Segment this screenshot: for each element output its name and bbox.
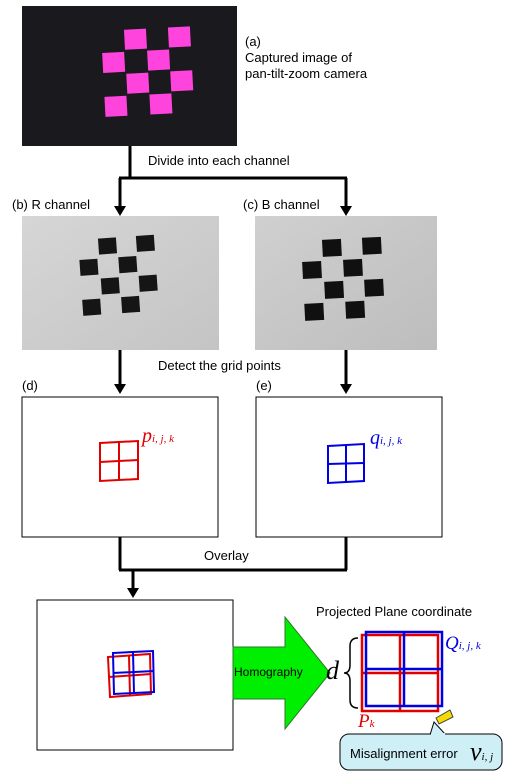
d-brace — [343, 637, 359, 709]
detect-arrows — [118, 350, 348, 386]
misalignment-label: Misalignment error — [350, 746, 458, 761]
v-ij-label: vi, j — [470, 737, 494, 766]
panel-d — [21, 396, 219, 538]
label-r-channel: (b) R channel — [12, 197, 91, 212]
label-b-channel: (c) B channel — [243, 197, 320, 212]
divide-arrows — [118, 146, 348, 208]
misalignment-callout — [339, 733, 503, 771]
p-ijk-label: pi, j, k — [142, 425, 174, 447]
d-label: d — [326, 656, 339, 685]
arrowhead-r — [114, 206, 126, 216]
captured-image — [22, 6, 237, 146]
captured-caption-1: Captured image of — [245, 50, 352, 65]
label-a: (a) — [245, 34, 261, 49]
homography-label: Homography — [234, 665, 303, 679]
overlay-arrows — [118, 537, 348, 590]
overlay-panel — [36, 599, 234, 751]
panel-e — [255, 396, 443, 538]
magenta-checkerboard — [102, 26, 194, 117]
blue-grid — [327, 442, 365, 485]
detect-label: Detect the grid points — [158, 358, 281, 373]
projected-grid — [360, 630, 444, 713]
P-k-label: Pk — [358, 711, 375, 732]
r-channel-image — [22, 216, 219, 350]
b-channel-image — [255, 216, 437, 350]
captured-caption-2: pan-tilt-zoom camera — [245, 66, 368, 81]
arrowhead-b — [340, 206, 352, 216]
divide-label: Divide into each channel — [148, 153, 290, 168]
Q-ijk-label: Qi, j, k — [445, 633, 481, 654]
q-ijk-label: qi, j, k — [370, 427, 402, 449]
projected-title: Projected Plane coordinate — [316, 604, 473, 619]
label-e: (e) — [256, 378, 272, 393]
label-d: (d) — [22, 378, 38, 393]
red-grid — [99, 439, 139, 483]
homography-arrow — [232, 615, 331, 731]
misalignment-pointer — [435, 709, 454, 725]
overlay-label: Overlay — [204, 548, 249, 563]
